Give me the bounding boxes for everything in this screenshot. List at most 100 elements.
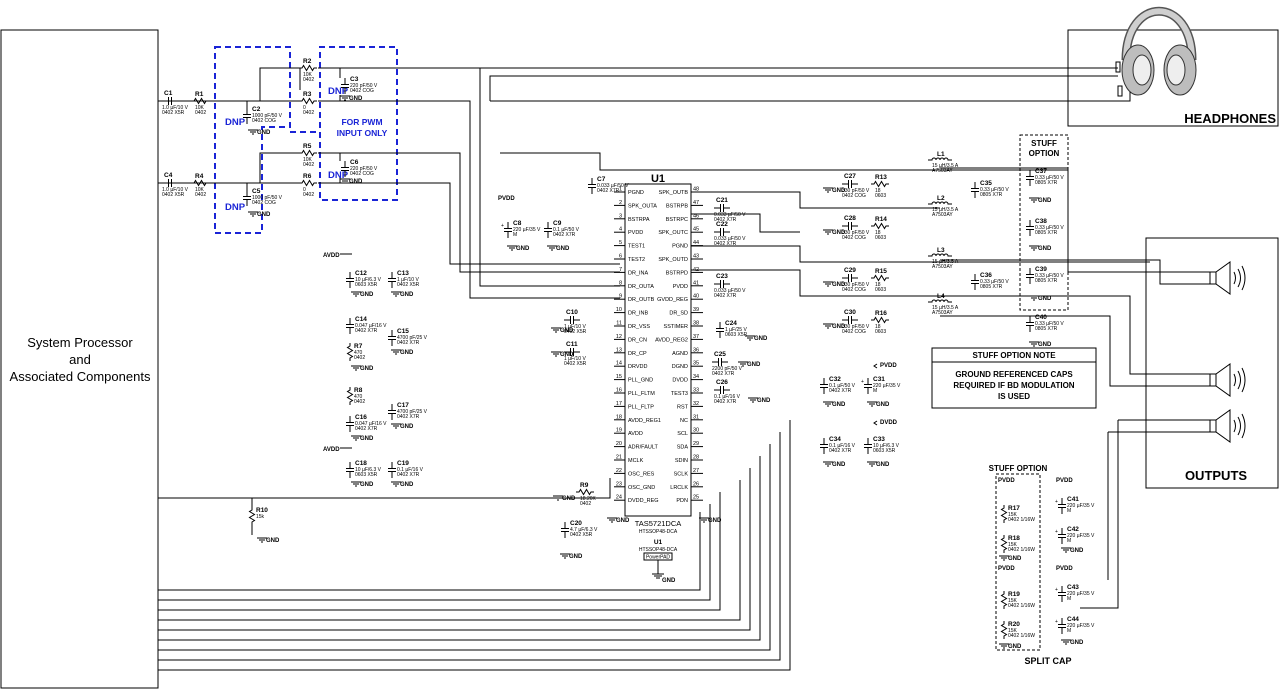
value-label: 0402 X7R <box>355 328 378 334</box>
value-label: 0402 X7R <box>829 388 852 394</box>
pin-number: 22 <box>616 468 622 474</box>
pin-name: DVDD <box>672 378 688 384</box>
ref-label: C12 <box>355 270 367 277</box>
pin-name: TEST3 <box>671 391 688 397</box>
ref-label: L3 <box>937 247 945 254</box>
value-label: 0.033 µF/50 V <box>714 212 746 218</box>
value-label: 0402 X7R <box>829 448 852 454</box>
value-label: 15 µH/3.5 A <box>932 163 959 169</box>
pin-name: RST <box>677 404 689 410</box>
value-label: 0402 COG <box>350 88 374 94</box>
gnd-label: GND <box>1038 296 1052 302</box>
value-label: 10 µF/6.3 V <box>355 277 382 283</box>
value-label: 220 µF/35 V <box>873 383 901 389</box>
pin-name: NC <box>680 418 688 424</box>
value-label: 0402 <box>303 110 314 116</box>
value-label: 0.33 µF/50 V <box>1035 175 1064 181</box>
value-label: 0402 <box>354 399 365 405</box>
ref-label: C18 <box>355 460 367 467</box>
outputs-label: OUTPUTS <box>1185 468 1247 483</box>
stuff-note-line-3: IS USED <box>998 392 1030 401</box>
gnd-label: GND <box>876 462 890 468</box>
ref-label: C21 <box>716 197 728 204</box>
pin-name: BSTRPB <box>666 203 688 209</box>
gnd-label: GND <box>754 336 768 342</box>
ref-label: C2 <box>252 106 261 113</box>
value-label: 0402 <box>303 192 314 198</box>
ref-label: C31 <box>873 376 885 383</box>
polarity-mark: + <box>1055 587 1058 593</box>
ref-label: L1 <box>937 151 945 158</box>
dnp-label: DNP <box>328 170 349 181</box>
value-label: 0402 1/16W <box>1008 517 1035 523</box>
value-label: 0402 X7R <box>714 241 737 247</box>
pin-number: 15 <box>616 374 622 380</box>
value-label: 0805 X7R <box>1035 230 1058 236</box>
dnp-outline <box>214 46 398 234</box>
pin-name: SPK_OUTC <box>658 230 688 236</box>
ground-icon: GND <box>867 461 890 468</box>
ref-label: C17 <box>397 402 409 409</box>
value-label: 0 <box>303 105 306 111</box>
stuff-note-line-1: GROUND REFERENCED CAPS <box>955 370 1073 379</box>
value-label: 0402 X7R <box>714 217 737 223</box>
gnd-label: GND <box>400 292 414 298</box>
avdd-label: AVDD <box>323 447 340 453</box>
pin-number: 3 <box>619 213 622 219</box>
pin-number: 7 <box>619 267 622 273</box>
gnd-label: GND <box>349 179 363 185</box>
pvdd-label: PVDD <box>998 566 1015 572</box>
value-label: 0402 <box>303 77 314 83</box>
value-label: 15 µH/3.5 A <box>932 259 959 265</box>
pin-name: AGND <box>672 351 688 357</box>
speaker-icon <box>1209 261 1246 295</box>
ground-icon: GND <box>1061 639 1084 646</box>
ref-label: R9 <box>580 482 589 489</box>
value-label: 220 µF/35 V <box>1067 623 1095 629</box>
ref-label: C4 <box>164 172 173 179</box>
ref-label: R10 <box>256 507 268 514</box>
pin-name: SDA <box>677 445 689 451</box>
value-label: 0.33 µF/50 V <box>1035 225 1064 231</box>
ref-label: C1 <box>164 90 173 97</box>
u1-part: TAS5721DCA <box>635 519 682 528</box>
pin-name: SPK_OUTA <box>628 203 657 209</box>
processor-label-3: Associated Components <box>10 369 151 384</box>
pin-number: 36 <box>693 347 699 353</box>
ground-icon: GND <box>391 481 414 488</box>
pin-name: SDIN <box>675 458 688 464</box>
ground-icon: GND <box>553 495 576 502</box>
value-label: 0402 COG <box>252 200 276 206</box>
ground-icon: GND <box>351 435 374 442</box>
gnd-label: GND <box>400 482 414 488</box>
pin-number: 13 <box>616 347 622 353</box>
value-label: A7503AY <box>932 168 953 174</box>
value-label: 0402 COG <box>842 287 866 293</box>
pin-number: 14 <box>616 361 622 367</box>
pwm-note-1: FOR PWM <box>341 117 382 127</box>
pin-number: 28 <box>693 455 699 461</box>
value-label: M <box>1067 628 1071 634</box>
gnd-label: GND <box>832 462 846 468</box>
ref-label: C40 <box>1035 314 1047 321</box>
value-label: 470 <box>354 350 363 356</box>
polarity-mark: + <box>1055 529 1058 535</box>
value-label: 0402 X7R <box>712 371 735 377</box>
pin-number: 39 <box>693 307 699 313</box>
pin-number: 1 <box>619 187 622 193</box>
pin-number: 20 <box>616 441 622 447</box>
pin-number: 21 <box>616 455 622 461</box>
ref-label: C32 <box>829 376 841 383</box>
